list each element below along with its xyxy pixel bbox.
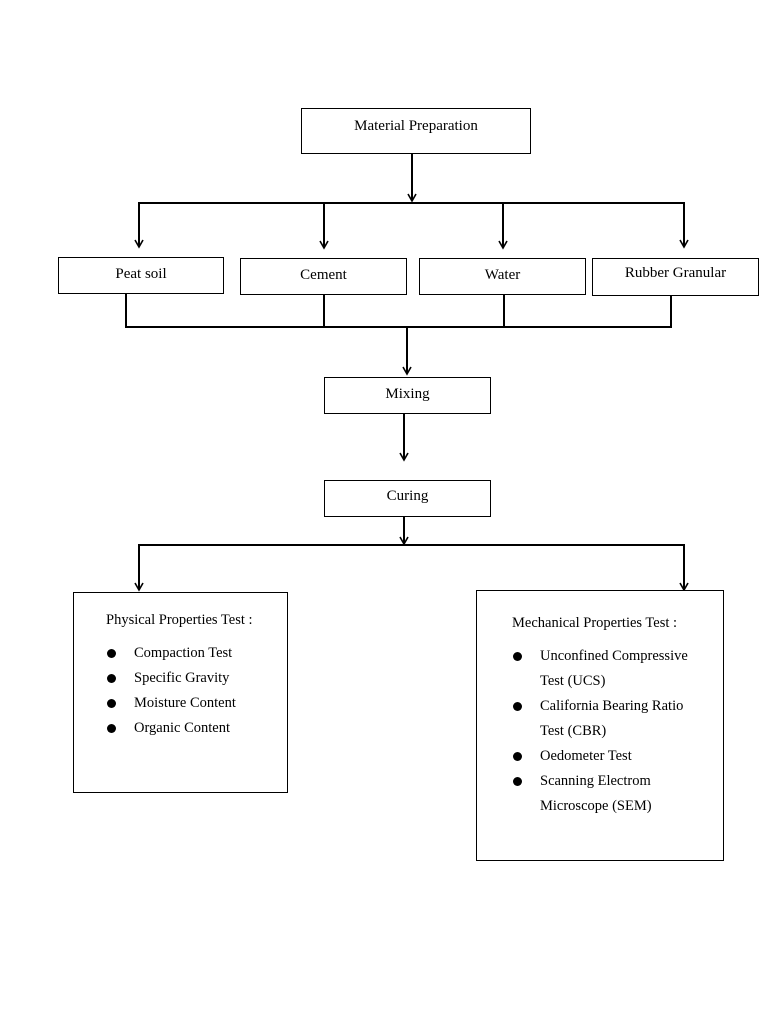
physical-properties-test-title: Physical Properties Test :	[106, 612, 253, 628]
list-item: Moisture Content	[107, 691, 236, 716]
material-label-peat-soil: Peat soil	[115, 266, 167, 282]
material-node-rubber-granular: Rubber Granular	[592, 258, 759, 296]
list-item: Organic Content	[107, 716, 236, 741]
mechanical-properties-test-node: Mechanical Properties Test : Unconfined …	[476, 590, 724, 861]
list-item: Scanning Electrom Microscope (SEM)	[513, 769, 703, 819]
material-label-water: Water	[484, 267, 521, 283]
list-item: Specific Gravity	[107, 666, 236, 691]
material-preparation-node: Material Preparation	[301, 108, 531, 154]
material-node-peat-soil: Peat soil	[58, 257, 224, 294]
list-item: Oedometer Test	[513, 744, 703, 769]
curing-label: Curing	[386, 488, 429, 504]
physical-properties-test-node: Physical Properties Test : Compaction Te…	[73, 592, 288, 793]
material-preparation-label: Material Preparation	[354, 118, 478, 134]
material-node-cement: Cement	[240, 258, 407, 295]
curing-node: Curing	[324, 480, 491, 517]
physical-test-list: Compaction Test Specific Gravity Moistur…	[107, 641, 236, 741]
mechanical-properties-test-title: Mechanical Properties Test :	[512, 615, 678, 631]
material-label-cement: Cement	[300, 267, 347, 283]
material-node-water: Water	[419, 258, 586, 295]
mixing-node: Mixing	[324, 377, 491, 414]
list-item: Unconfined Compressive Test (UCS)	[513, 644, 703, 694]
list-item: Compaction Test	[107, 641, 236, 666]
list-item: California Bearing Ratio Test (CBR)	[513, 694, 703, 744]
mixing-label: Mixing	[385, 386, 430, 402]
mechanical-test-list: Unconfined Compressive Test (UCS) Califo…	[513, 644, 703, 819]
material-label-rubber-granular: Rubber Granular	[624, 265, 727, 281]
